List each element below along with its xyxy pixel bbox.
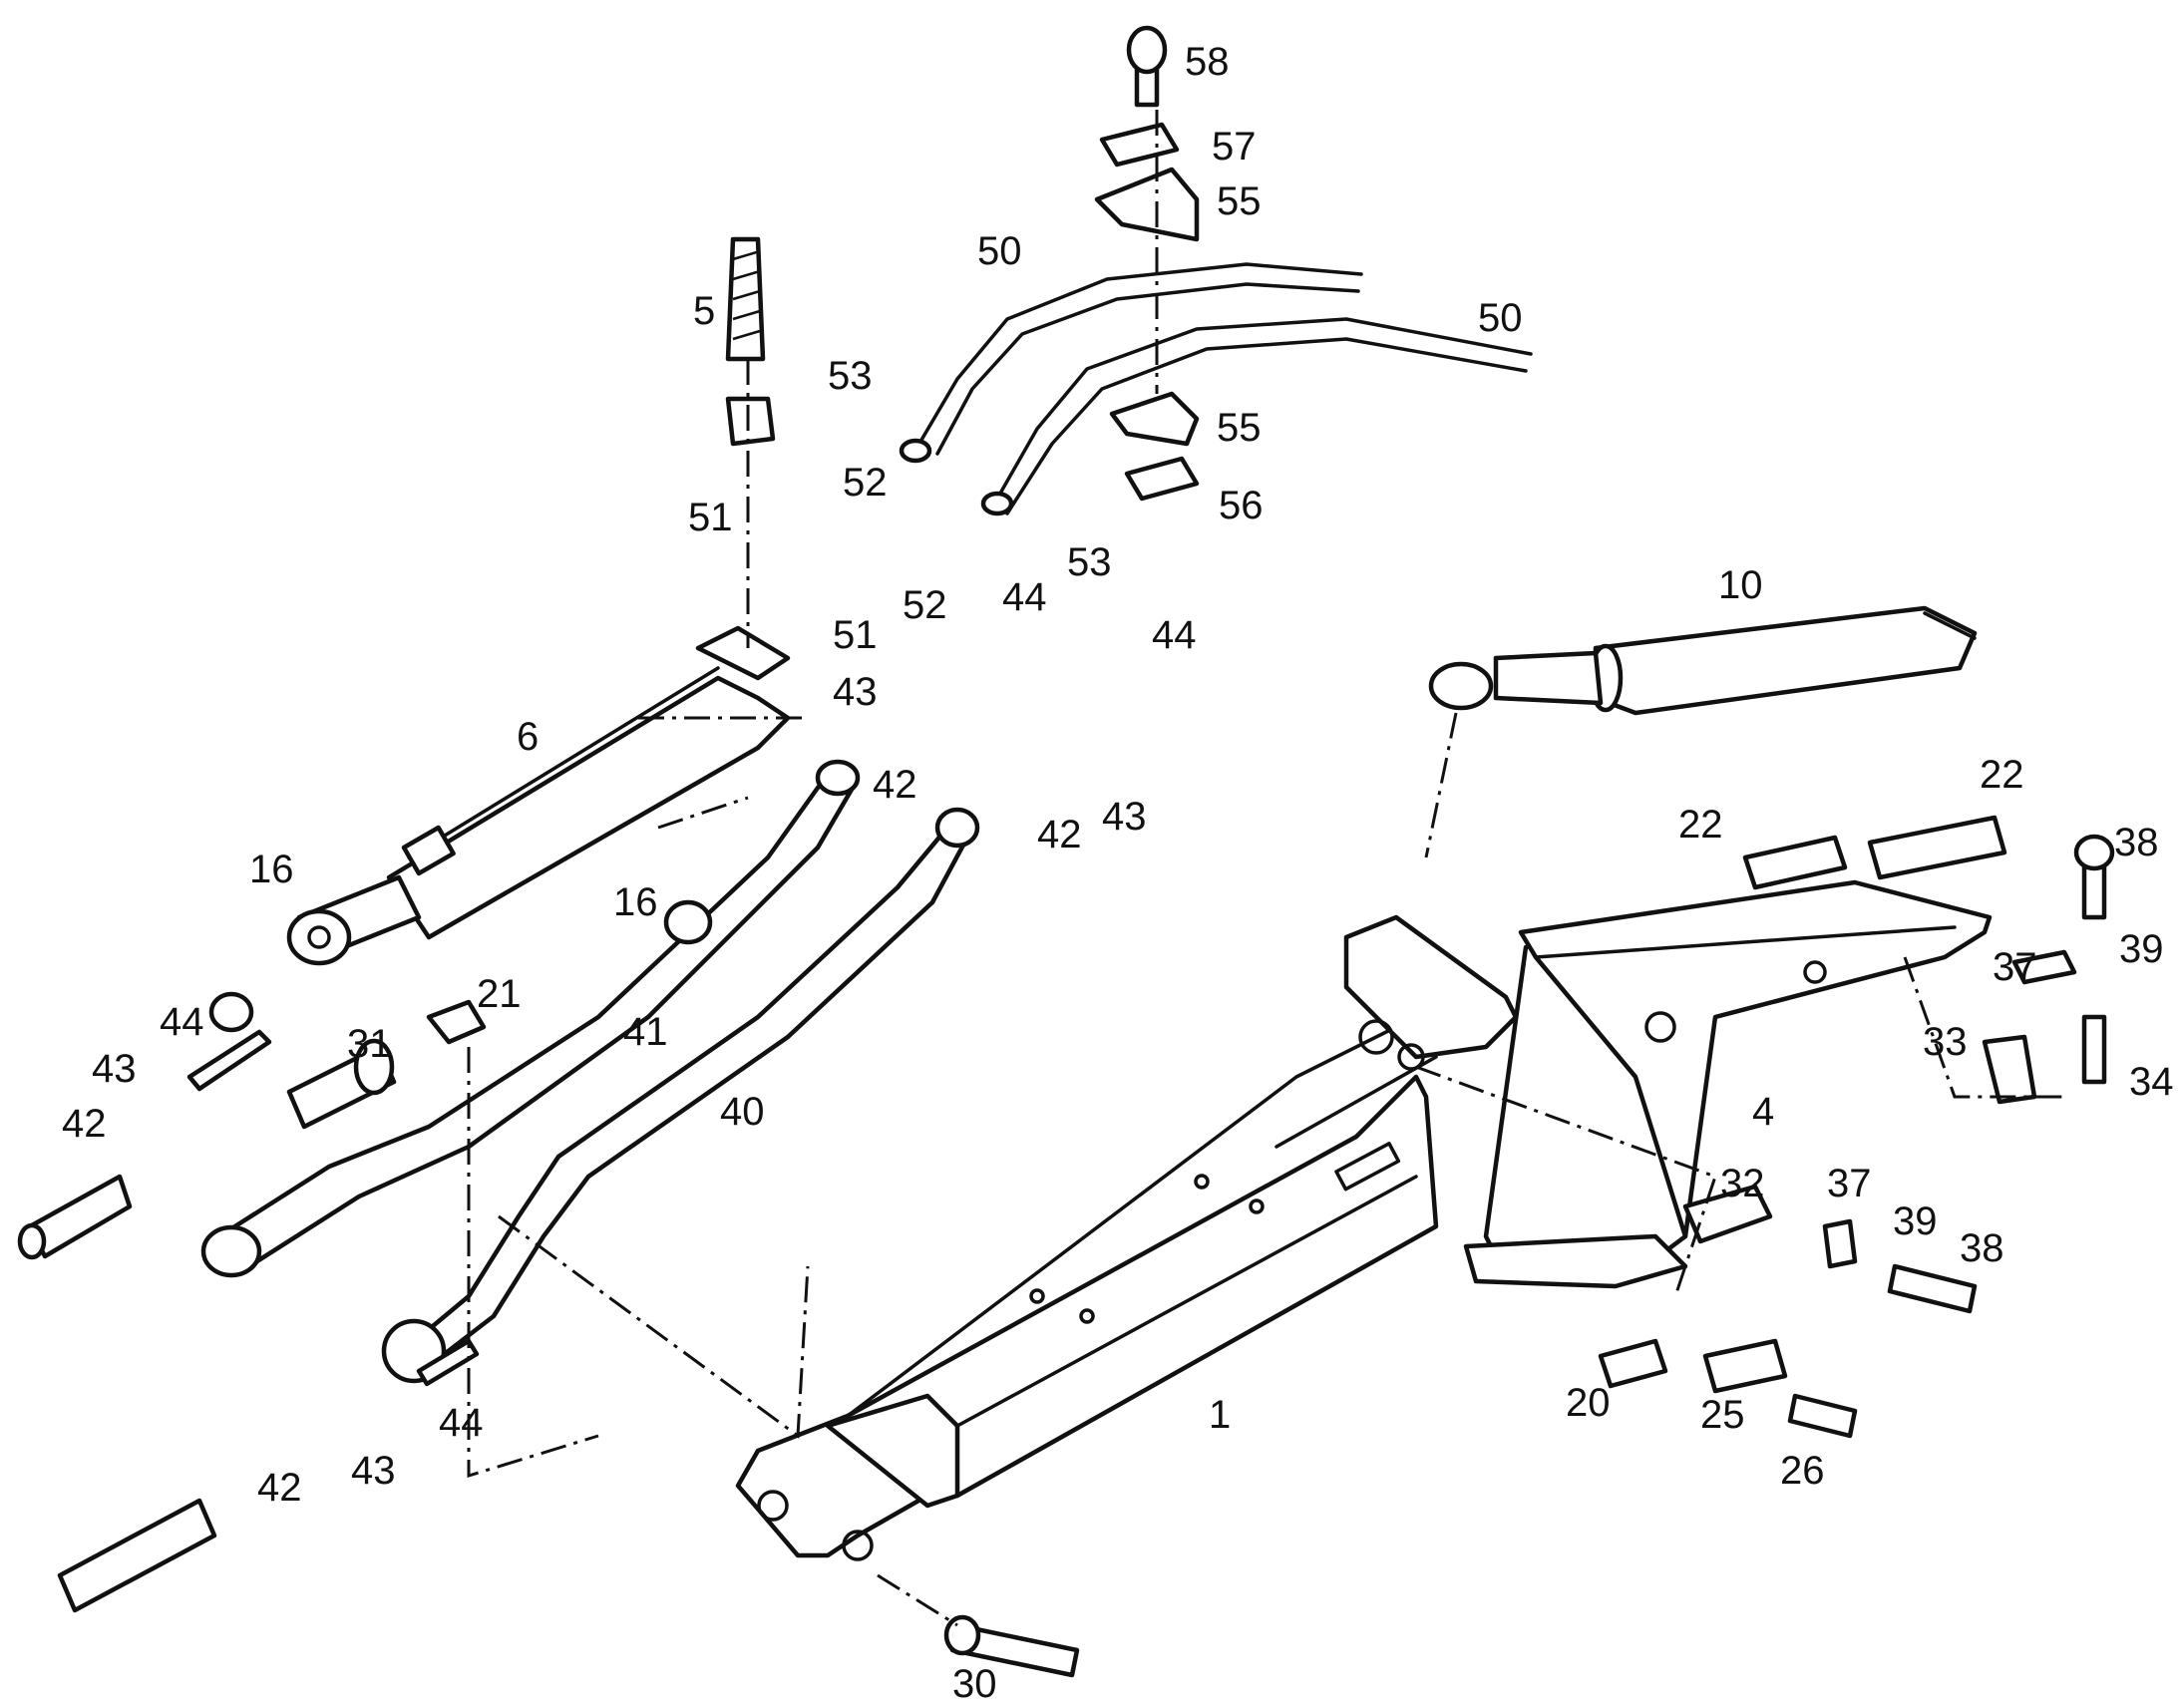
part-label: 42 [873, 763, 917, 807]
part-label: 22 [1678, 803, 1723, 847]
part-label: 39 [1893, 1199, 1938, 1243]
part-label: 44 [160, 1000, 204, 1044]
part-label: 44 [439, 1401, 484, 1445]
part-label: 33 [1923, 1020, 1968, 1064]
part-label: 52 [903, 583, 947, 627]
clamp-assembly [1094, 25, 1200, 502]
part-label: 53 [828, 354, 873, 398]
part-label: 53 [1067, 540, 1112, 584]
cylinder-part-10 [1428, 605, 1978, 716]
main-frame-part-1 [735, 1015, 1498, 1561]
part-label: 34 [2129, 1060, 2174, 1104]
arm-part-40 [381, 807, 980, 1384]
hoses-part-50 [899, 262, 1533, 516]
part-label: 51 [833, 613, 878, 657]
part-label: 30 [952, 1662, 997, 1706]
part-label: 5 [693, 289, 715, 333]
small-parts-left [17, 899, 713, 1613]
part-label: 43 [351, 1449, 396, 1493]
part-label: 42 [62, 1102, 107, 1146]
spring-part-5 [725, 236, 776, 447]
part-label: 21 [477, 972, 522, 1016]
part-label: 16 [613, 880, 658, 924]
arm-part-41 [200, 759, 861, 1278]
part-label: 51 [688, 496, 733, 539]
part-label: 41 [623, 1010, 668, 1054]
part-label: 25 [1700, 1393, 1745, 1437]
small-parts-right [943, 815, 2115, 1678]
part-label: 6 [517, 715, 539, 759]
part-label: 42 [257, 1466, 302, 1510]
part-label: 31 [347, 1022, 392, 1066]
part-label: 32 [1720, 1162, 1765, 1205]
part-label: 44 [1152, 613, 1197, 657]
part-label: 20 [1566, 1381, 1611, 1425]
part-label: 37 [1827, 1162, 1872, 1205]
part-label: 42 [1037, 813, 1082, 856]
part-label: 50 [1478, 296, 1523, 340]
part-label: 56 [1219, 484, 1264, 527]
part-label: 50 [977, 229, 1022, 273]
part-label: 4 [1752, 1090, 1774, 1134]
part-label: 55 [1217, 179, 1262, 223]
part-label: 22 [1980, 753, 2024, 797]
part-labels: 58 57 55 50 50 5 53 55 56 52 51 53 52 51… [62, 40, 2174, 1706]
part-label: 52 [843, 461, 888, 505]
part-label: 10 [1718, 563, 1763, 607]
part-label: 26 [1780, 1449, 1825, 1493]
part-label: 16 [249, 848, 294, 891]
part-label: 43 [1102, 795, 1147, 839]
part-label: 43 [833, 670, 878, 714]
assembly-lines [467, 110, 2064, 1627]
part-label: 55 [1217, 406, 1262, 450]
part-label: 37 [1993, 945, 2037, 989]
pivot-bracket [1343, 914, 1519, 1071]
part-label: 38 [1960, 1226, 2004, 1270]
upright-post-part-4 [1463, 879, 1993, 1289]
part-label: 58 [1185, 40, 1230, 84]
part-label: 57 [1212, 125, 1257, 169]
part-label: 39 [2119, 927, 2164, 971]
part-label: 1 [1209, 1393, 1231, 1437]
part-label: 43 [92, 1047, 137, 1091]
part-label: 40 [720, 1090, 765, 1134]
part-label: 38 [2114, 821, 2159, 864]
part-label: 44 [1002, 575, 1047, 619]
